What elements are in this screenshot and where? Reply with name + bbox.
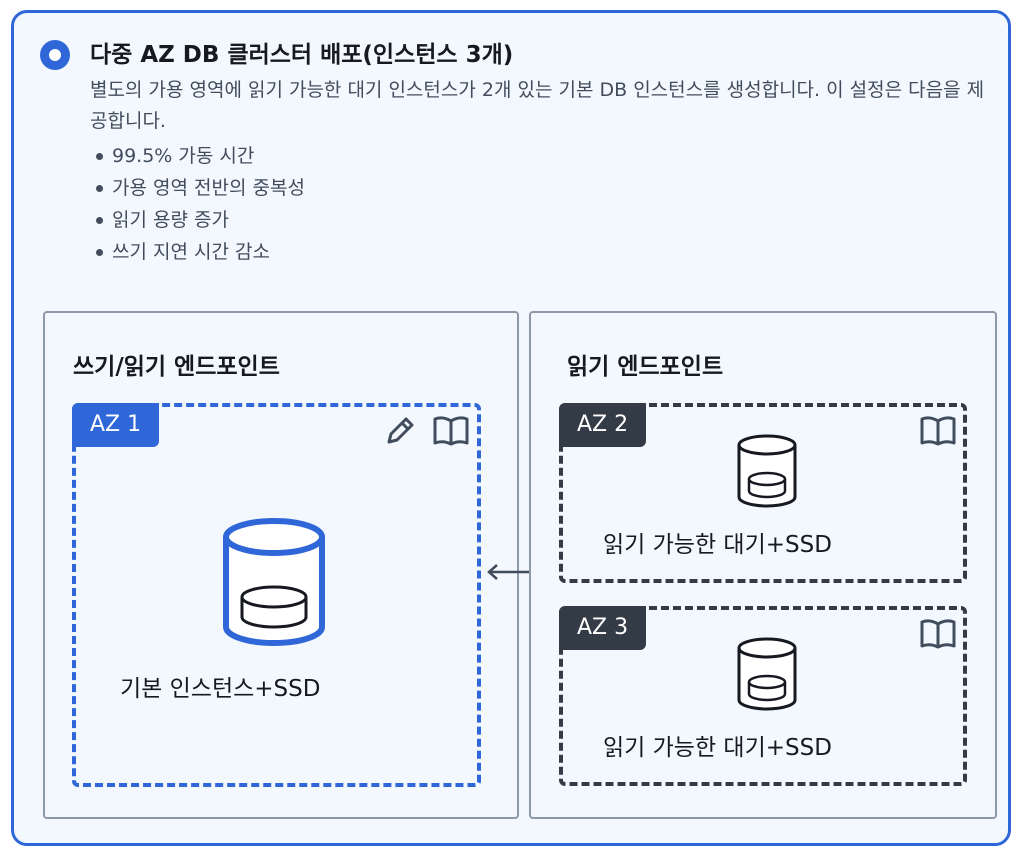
standby-instance-label: 읽기 가능한 대기+SSD [603, 735, 832, 761]
az2-badge: AZ 2 [559, 403, 647, 447]
book-icon [920, 619, 956, 649]
az3-badge: AZ 3 [559, 606, 647, 650]
option-description: 별도의 가용 영역에 읽기 가능한 대기 인스턴스가 2개 있는 기본 DB 인… [90, 79, 985, 132]
benefit-item: 가용 영역 전반의 중복성 [90, 172, 305, 204]
primary-db-icon [223, 518, 325, 646]
az2-zone: AZ 2 읽기 가능한 대기+SSD [559, 403, 967, 583]
option-radio-selected[interactable] [40, 40, 70, 70]
book-icon [920, 416, 956, 446]
az3-zone: AZ 3 읽기 가능한 대기+SSD [559, 606, 967, 786]
deployment-option-card[interactable]: 다중 AZ DB 클러스터 배포(인스턴스 3개) 별도의 가용 영역에 읽기 … [11, 10, 1011, 846]
az1-badge: AZ 1 [72, 403, 160, 447]
benefit-item: 읽기 용량 증가 [90, 204, 305, 236]
option-title: 다중 AZ DB 클러스터 배포(인스턴스 3개) [90, 42, 514, 68]
read-endpoint-box: 읽기 엔드포인트 [529, 311, 997, 819]
standby-instance-label: 읽기 가능한 대기+SSD [603, 532, 832, 558]
book-icon [433, 416, 469, 446]
write-endpoint-label: 쓰기/읽기 엔드포인트 [73, 354, 280, 380]
benefit-list: 99.5% 가동 시간 가용 영역 전반의 중복성 읽기 용량 증가 쓰기 지연… [90, 140, 305, 268]
standby-db-icon [737, 637, 797, 711]
standby-db-icon [737, 434, 797, 508]
az1-zone: AZ 1 기본 인스턴스+SSD [72, 403, 481, 787]
benefit-item: 99.5% 가동 시간 [90, 140, 305, 172]
pencil-icon [387, 417, 414, 444]
read-endpoint-label: 읽기 엔드포인트 [567, 354, 724, 380]
primary-instance-label: 기본 인스턴스+SSD [120, 676, 321, 702]
benefit-item: 쓰기 지연 시간 감소 [90, 236, 305, 268]
